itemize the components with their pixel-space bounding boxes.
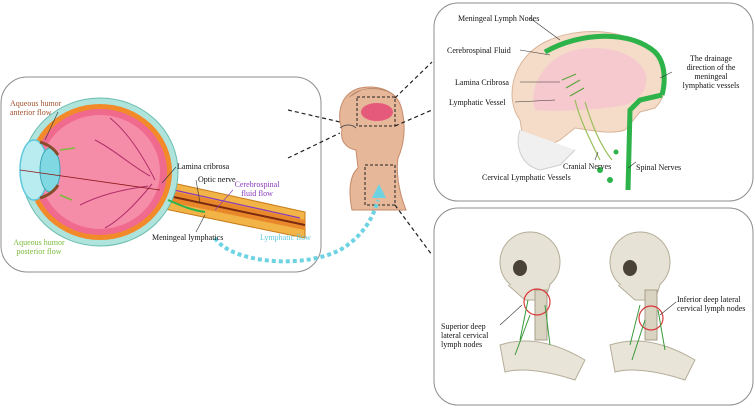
brain-illustration xyxy=(511,30,667,191)
leader-cranial-nerves xyxy=(594,151,599,161)
spinal-lymphatic-vessel xyxy=(625,92,663,191)
leader-meningeal-lymphatics xyxy=(195,214,206,233)
brain-focus-box xyxy=(356,96,396,127)
skull-left xyxy=(499,231,561,293)
skull-right xyxy=(609,231,671,293)
superior-node-highlight xyxy=(523,288,551,316)
jaw-teeth xyxy=(517,129,576,171)
leader-drainage-direction xyxy=(659,71,673,79)
neck-lymphatics-right xyxy=(629,304,666,361)
retinal-vessels xyxy=(79,117,156,229)
label-meningeal-lymphatics: Meningeal lymphatics xyxy=(152,233,224,242)
lymphatic-flow-arrowhead xyxy=(372,184,386,198)
label-aqueous-posterior: Aqueous humor posterior flow xyxy=(13,238,65,256)
meningeal-lymphatics-vessel xyxy=(167,199,206,213)
lymphatic-flow-path xyxy=(213,199,380,264)
label-optic-nerve: Optic nerve xyxy=(198,175,236,184)
leader-meningeal-lymph-nodes xyxy=(529,17,561,41)
hair xyxy=(348,88,402,104)
label-spinal-nerves: Spinal Nerves xyxy=(636,163,682,172)
neck-lymphatics-left xyxy=(514,299,551,356)
brain-tissue xyxy=(533,48,647,111)
label-lymphatic-vessel: Lymphatic Vessel xyxy=(449,98,506,107)
skeleton-left xyxy=(499,231,586,381)
label-meningeal-lymph-nodes: Meningeal Lymph Nodes xyxy=(458,14,540,23)
shoulder-left xyxy=(499,340,586,381)
leader-superior-nodes xyxy=(499,304,523,326)
optic-nerve-vessel xyxy=(149,191,306,226)
label-lamina-cribrosa-brain: Lamina Cribrosa xyxy=(455,78,509,87)
leader-lymphatic-vessel xyxy=(514,99,556,103)
vitreous-body xyxy=(40,115,160,229)
neck-focus-box xyxy=(364,164,396,206)
meningeal-lymphatic-vessel xyxy=(543,33,667,96)
leader-lamina-cribrosa xyxy=(161,166,177,184)
leader-optic-nerve xyxy=(195,179,201,204)
cervical-lymph-node-1 xyxy=(597,167,603,173)
csf-channel xyxy=(164,187,301,219)
label-aqueous-anterior: Aqueous humor anterior flow xyxy=(10,99,62,117)
lamina-cribrosa-arrows xyxy=(561,73,585,97)
leader-csf-flow xyxy=(214,189,234,211)
aqueous-anterior-arrow xyxy=(59,147,76,151)
cervical-lymph-node-2 xyxy=(607,177,613,183)
head-silhouette xyxy=(339,86,407,211)
leader-inferior-nodes xyxy=(659,301,677,316)
label-inferior-nodes: Inferior deep lateral cervical lymph nod… xyxy=(677,295,746,313)
label-lymphatic-flow: Lymphatic flow xyxy=(260,233,311,242)
label-cerebrospinal-fluid: Cerebrospinal Fluid xyxy=(447,46,511,55)
leader-cerebrospinal-fluid xyxy=(519,49,551,56)
iris-ciliary-body xyxy=(39,140,60,200)
connector-eye-bottom xyxy=(287,132,341,159)
leader-aqueous-anterior xyxy=(44,111,59,141)
eye-socket-right xyxy=(623,260,637,276)
cervical-lymph-node-3 xyxy=(613,149,619,155)
connector-eye-top xyxy=(287,109,341,123)
label-cranial-nerves: Cranial Nerves xyxy=(563,162,612,171)
skeleton-right xyxy=(609,231,696,381)
label-superior-nodes: Superior deep lateral cervical lymph nod… xyxy=(441,322,489,349)
inferior-node-highlight xyxy=(638,305,664,331)
label-lamina-cribrosa: Lamina cribrosa xyxy=(177,162,230,171)
aqueous-posterior-arrow xyxy=(59,194,73,201)
connector-neck xyxy=(394,204,433,256)
head-illustration xyxy=(339,86,407,211)
leader-spinal-nerves xyxy=(627,161,637,169)
label-drainage-direction: The drainage direction of the meningeal … xyxy=(682,54,740,90)
glasses xyxy=(339,124,357,129)
cervical-spine-right xyxy=(644,289,658,341)
brain-highlight xyxy=(361,103,393,121)
visual-axis-line xyxy=(19,169,161,191)
label-csf-flow: Cerebrospinal fluid flow xyxy=(234,180,280,198)
connector-brain-top xyxy=(394,61,433,99)
eye-socket-left xyxy=(513,260,527,276)
label-cervical-lymphatic-vessels: Cervical Lymphatic Vessels xyxy=(482,173,571,182)
eye-illustration xyxy=(19,97,306,247)
